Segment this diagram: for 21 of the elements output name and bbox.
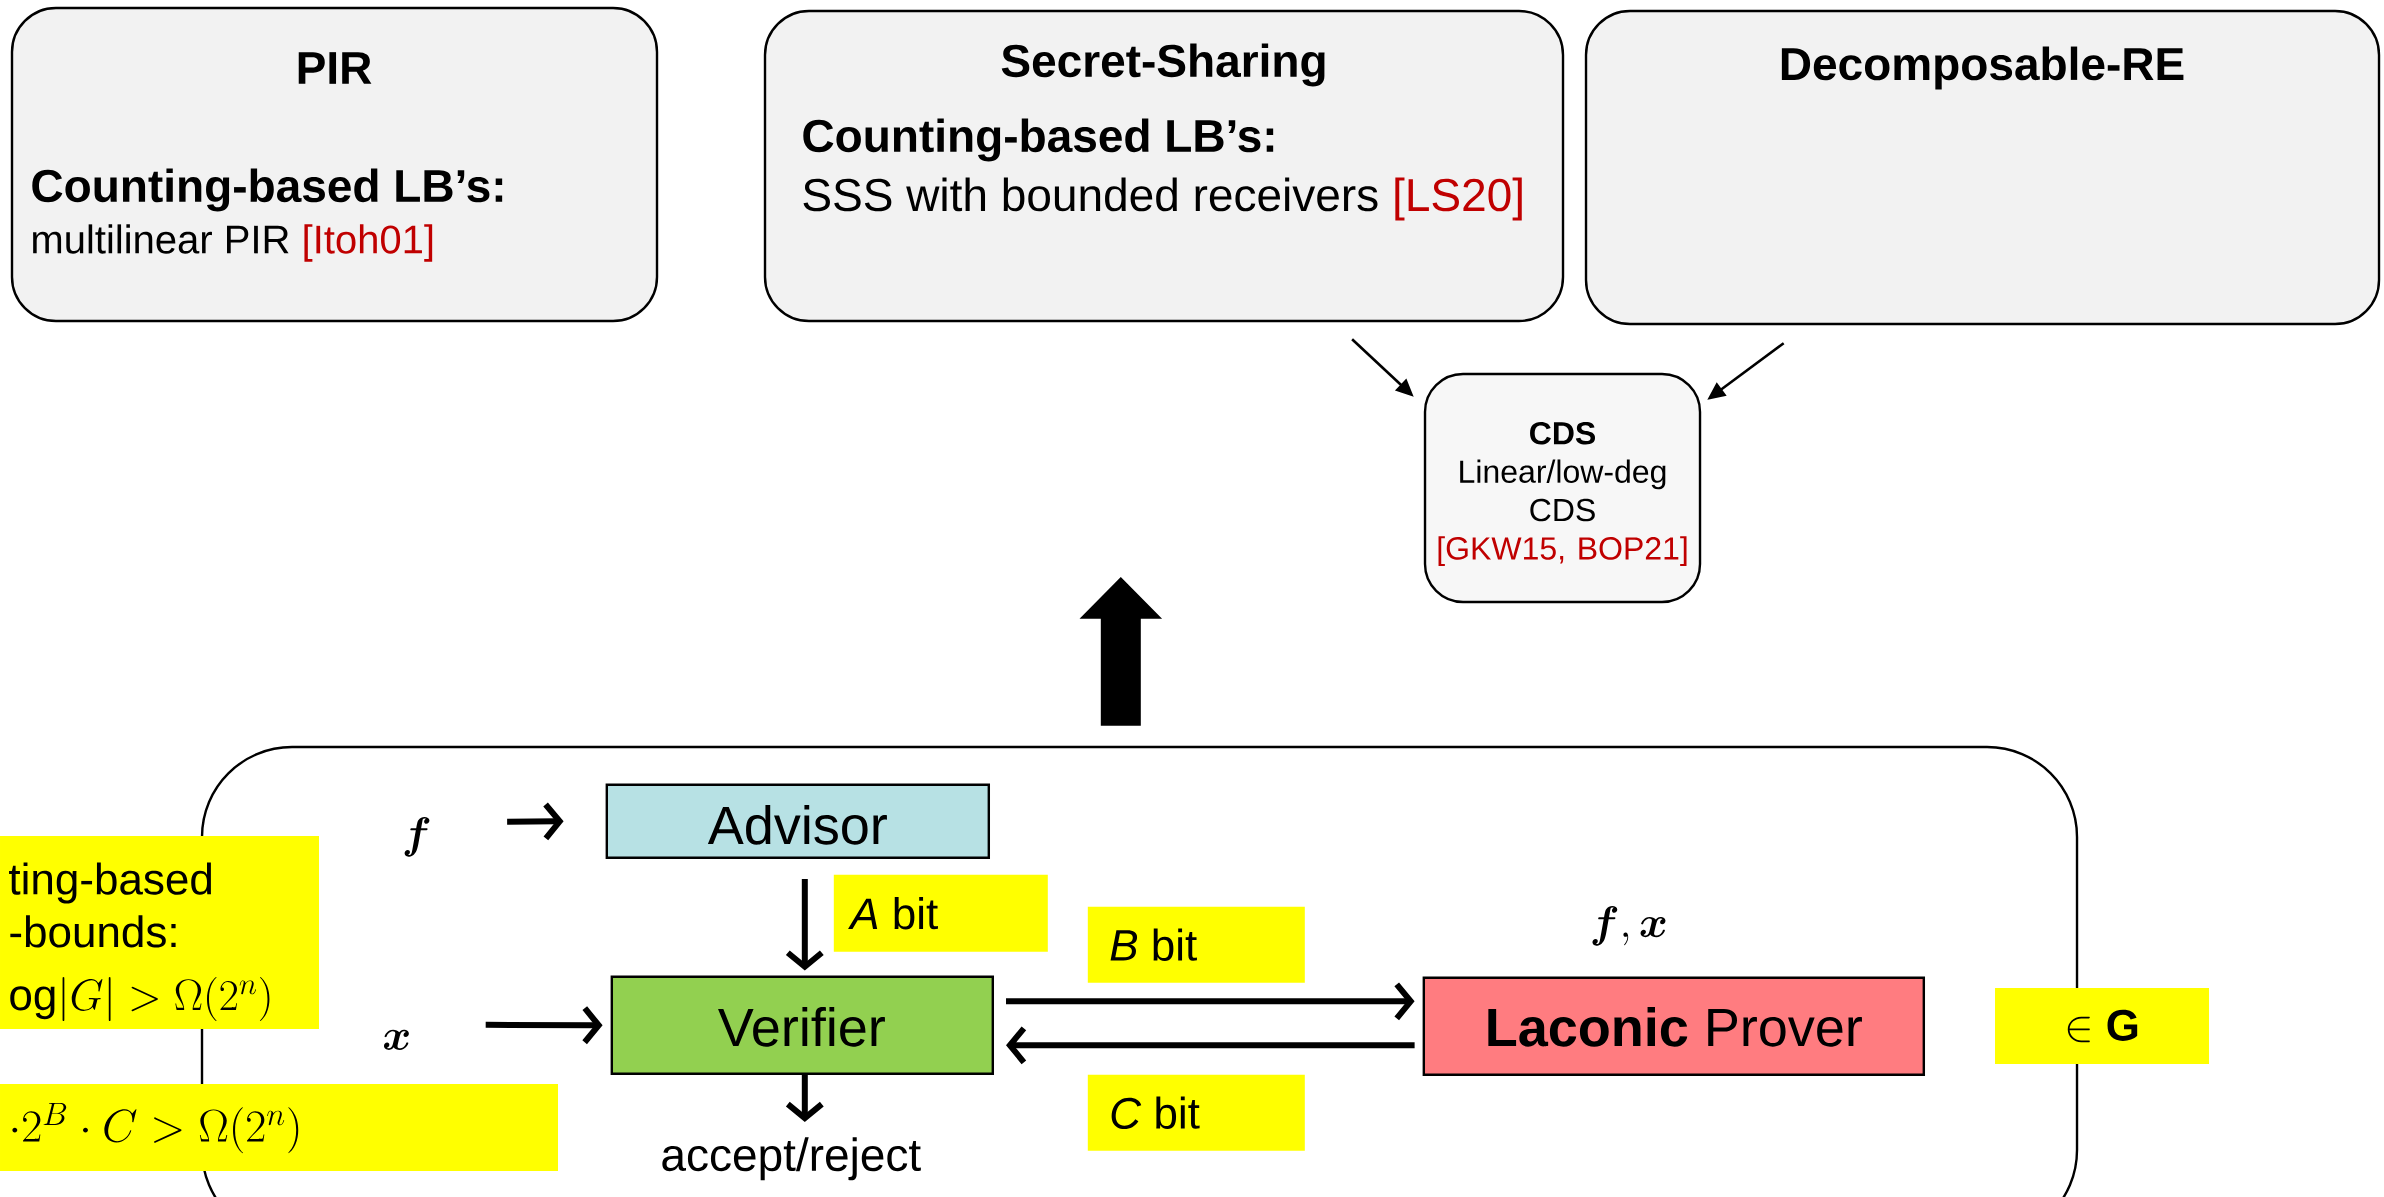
highlight-box: $\in \mathbf{G}$ xyxy=(1995,988,2209,1064)
arrow xyxy=(1006,1026,1415,1065)
highlight-box: $\cdot 2^{B}\cdot C > \Omega(2^{n})$ xyxy=(0,1084,558,1171)
highlight-box: B bit xyxy=(1087,906,1305,983)
input-label: $\boldsymbol{f}$ xyxy=(404,816,430,857)
highlight-box: ting-based -bounds: $\mathrm{og}|G| > \Omega(2^{n})$ xyxy=(0,836,319,1029)
cds-card: CDS Linear/low-deg CDS [GKW15, BOP21] xyxy=(1423,372,1702,604)
arrow xyxy=(785,879,824,971)
prover-box: Laconic Prover xyxy=(1422,976,1925,1076)
topic-card: PIR Counting-based LB’s: multilinear PIR [Itoh01] xyxy=(10,6,659,323)
highlight-box: C bit xyxy=(1087,1074,1305,1151)
verifier-box: Verifier xyxy=(610,975,994,1075)
advisor-box: Advisor xyxy=(605,783,990,859)
input-label: $\boldsymbol{x}$ xyxy=(383,1029,409,1050)
highlight-box: A bit xyxy=(833,874,1048,952)
arrow xyxy=(485,1006,603,1045)
output-label: accept/reject xyxy=(662,1137,921,1181)
arrow xyxy=(1006,982,1415,1021)
topic-card: Secret-Sharing Counting-based LB’s: SSS with bounded receivers [LS20] xyxy=(763,9,1565,323)
node-caption: $\boldsymbol{f},\boldsymbol{x}$ xyxy=(1592,905,1666,946)
topic-card: Decomposable-RE xyxy=(1584,9,2381,326)
